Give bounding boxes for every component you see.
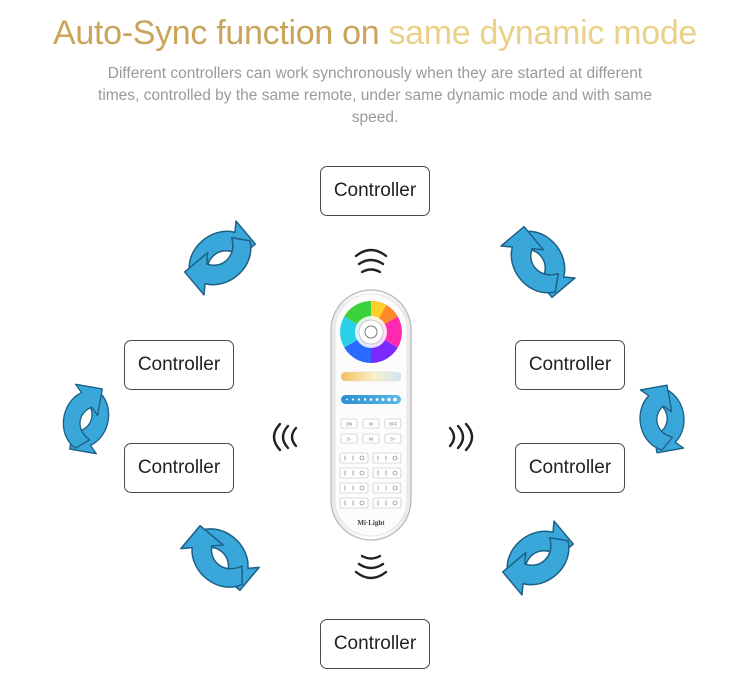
signal-waves-bottom-icon	[354, 554, 388, 580]
sync-arrow-bottom-right	[493, 515, 583, 601]
sync-arrow-bottom-left	[175, 515, 265, 601]
zone-button-icons	[344, 455, 398, 506]
title-part-gold: Auto-Sync function on	[52, 14, 389, 52]
remote-btn-on: ON	[346, 422, 352, 427]
signal-waves-left-icon	[272, 422, 298, 452]
controller-lower-left: Controller	[124, 443, 234, 493]
page-subtitle: Different controllers can work synchrono…	[98, 65, 652, 126]
controller-upper-left: Controller	[124, 340, 234, 390]
controller-lower-right: Controller	[515, 443, 625, 493]
signal-waves-right-icon	[448, 422, 474, 452]
controller-upper-right: Controller	[515, 340, 625, 390]
remote-brand: Mi·Light	[357, 519, 385, 527]
controller-bottom: Controller	[320, 619, 430, 669]
remote-btn-off: OFF	[389, 422, 398, 427]
color-wheel-icon	[340, 301, 402, 363]
sync-arrow-top-right	[495, 217, 581, 307]
sync-arrow-left	[57, 382, 115, 456]
remote-btn-s-minus: S-	[347, 437, 352, 442]
zone-buttons	[339, 452, 402, 509]
signal-waves-top-icon	[354, 248, 388, 274]
remote-btn-w: W	[369, 437, 373, 442]
sync-arrow-right	[633, 382, 691, 456]
cct-slider	[340, 371, 402, 382]
controller-top: Controller	[320, 166, 430, 216]
remote-control: ON M OFF S- W S+ Mi	[330, 289, 412, 541]
remote-btn-s-plus: S+	[390, 437, 396, 442]
sync-arrow-top-left	[175, 215, 265, 301]
remote-btn-m: M	[369, 422, 373, 427]
page-title: Auto-Sync function on same dynamic mode	[0, 14, 750, 53]
title-part-light-gold: same dynamic mode	[388, 14, 698, 52]
